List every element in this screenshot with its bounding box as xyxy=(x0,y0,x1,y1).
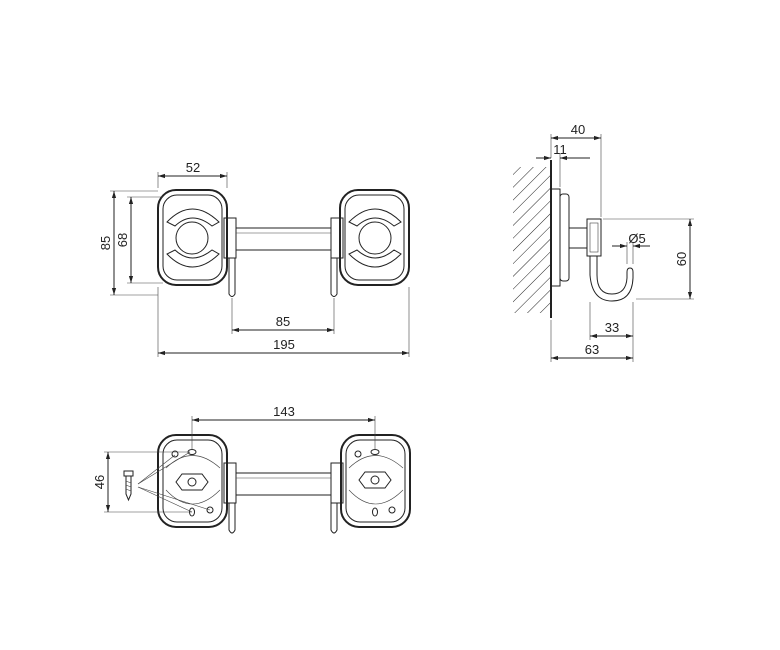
front-right-collar xyxy=(330,217,344,259)
dim-52: 52 xyxy=(157,160,228,188)
wall-hatch xyxy=(513,160,552,318)
dim-11-label: 11 xyxy=(553,142,567,157)
back-right-screw-hole xyxy=(354,450,362,458)
dim-85-horizontal: 85 xyxy=(231,298,335,334)
dim-85-vertical-label: 85 xyxy=(98,236,113,250)
side-view: 40 11 Ø5 60 33 xyxy=(513,122,694,362)
back-left-hex-nut xyxy=(175,473,209,491)
side-neck xyxy=(568,227,588,249)
dim-85-horizontal-label: 85 xyxy=(276,314,290,329)
back-left-collar xyxy=(223,462,237,504)
dim-40-label: 40 xyxy=(571,122,585,137)
front-left-collar xyxy=(223,217,237,259)
front-left-plate xyxy=(157,189,228,286)
front-right-hook xyxy=(330,258,338,297)
back-right-plate xyxy=(340,434,411,528)
front-view: 52 85 68 85 195 xyxy=(98,160,410,357)
dim-40: 40 xyxy=(550,122,602,217)
dim-46-label: 46 xyxy=(92,475,107,489)
back-left-plate xyxy=(157,434,228,528)
back-right-screw-hole xyxy=(388,506,396,514)
back-right-hex-nut xyxy=(358,471,392,489)
dim-60: 60 xyxy=(603,218,694,300)
dim-5-label: Ø5 xyxy=(628,231,645,246)
back-right-hook xyxy=(330,503,338,534)
front-bar xyxy=(236,227,331,251)
back-left-screw-hole xyxy=(171,450,179,458)
dim-33: 33 xyxy=(589,302,634,340)
dim-60-label: 60 xyxy=(674,252,689,266)
dim-5: Ø5 xyxy=(612,231,650,264)
dim-143: 143 xyxy=(191,404,376,450)
dim-63-label: 63 xyxy=(585,342,599,357)
side-plate-inner xyxy=(559,193,570,282)
front-left-hook xyxy=(228,258,236,297)
dim-68-vertical: 68 xyxy=(115,196,163,284)
dim-52-label: 52 xyxy=(186,160,200,175)
side-plate xyxy=(550,188,561,287)
dim-195-label: 195 xyxy=(273,337,295,352)
dim-85-vertical: 85 xyxy=(98,190,158,296)
back-left-screw-hole xyxy=(206,506,214,514)
dim-11: 11 xyxy=(536,142,590,187)
dim-46: 46 xyxy=(92,451,192,513)
screw-icon xyxy=(123,451,211,513)
side-hook xyxy=(589,256,634,302)
dim-63: 63 xyxy=(550,320,634,362)
front-right-plate xyxy=(339,189,410,286)
back-view: 143 46 xyxy=(92,404,411,534)
side-mount-block xyxy=(586,218,602,257)
back-left-hook xyxy=(228,503,236,534)
dim-33-label: 33 xyxy=(605,320,619,335)
back-bar xyxy=(236,472,331,496)
dim-68-vertical-label: 68 xyxy=(115,233,130,247)
dim-195: 195 xyxy=(157,287,410,357)
dim-143-label: 143 xyxy=(273,404,295,419)
